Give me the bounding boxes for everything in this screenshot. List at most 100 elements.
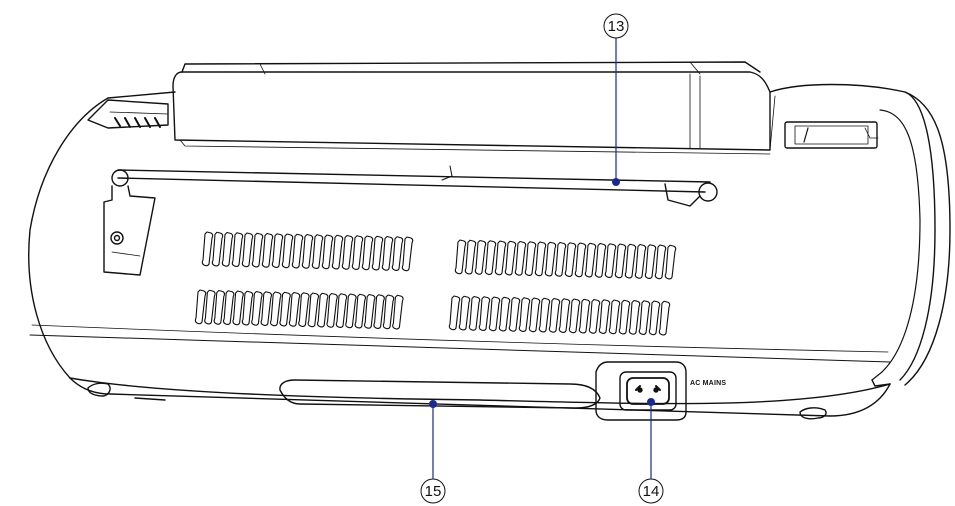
grille-slot	[251, 290, 263, 326]
grille-slot	[211, 231, 224, 267]
grille-slot	[584, 242, 597, 278]
grille-slot	[307, 292, 320, 328]
grille-slot	[494, 240, 507, 276]
grille-slot	[604, 243, 617, 278]
grille-slot	[345, 293, 357, 329]
grille-slot	[454, 239, 467, 275]
callout-13: 13	[608, 18, 625, 35]
grille-slot	[468, 295, 481, 331]
grille-slot	[301, 233, 314, 269]
grille-slot	[222, 290, 235, 325]
grille-slot	[558, 298, 571, 333]
top-handle	[172, 61, 771, 155]
grille-slot	[373, 294, 385, 329]
grille-slot	[608, 299, 621, 335]
grille-slot	[478, 296, 491, 331]
grille-slot	[381, 235, 394, 271]
callout-circle-13	[603, 13, 629, 39]
grille-slot	[474, 239, 487, 275]
grille-slot	[281, 233, 294, 269]
callout-15: 15	[425, 483, 442, 500]
grille-slot	[464, 239, 477, 275]
grille-slot	[518, 297, 531, 332]
leader-dot-13	[612, 178, 620, 186]
callout-circle-14	[638, 478, 664, 504]
grille-slot	[568, 298, 581, 334]
grille-slot	[548, 297, 561, 333]
grille-slot	[354, 293, 367, 329]
grille-slot	[341, 234, 354, 270]
grille-slot	[534, 241, 547, 277]
grille-slot	[624, 243, 637, 279]
grille-slot	[331, 234, 344, 270]
grille-slot	[658, 300, 671, 336]
grille-slot	[311, 234, 324, 269]
grille-slot	[628, 299, 641, 335]
battery-compartment	[279, 379, 601, 409]
grille-slot	[578, 298, 591, 334]
grille-slot	[644, 244, 657, 279]
grille-slot	[538, 297, 551, 333]
grille-slot	[260, 291, 273, 326]
grille-slot	[614, 243, 627, 279]
grille-slot	[335, 293, 348, 328]
grille-slot	[654, 244, 667, 280]
speaker-grilles	[194, 231, 677, 336]
grille-slot	[204, 289, 216, 325]
grille-slot	[371, 235, 384, 271]
grille-slot	[382, 294, 395, 330]
grille-slot	[288, 291, 301, 327]
leader-lines	[432, 37, 652, 479]
grille-slot	[316, 292, 329, 328]
grille-slot	[648, 300, 661, 336]
grille-slot	[524, 241, 537, 276]
grille-slot	[508, 296, 521, 332]
grille-slot	[588, 298, 601, 334]
leader-dot-14	[647, 398, 655, 406]
grille-slot	[484, 240, 497, 275]
grille-slot	[448, 295, 461, 331]
grille-slot	[528, 297, 541, 333]
grille-slot	[554, 241, 567, 277]
grille-slot	[488, 296, 501, 332]
grille-slot	[361, 235, 374, 271]
grille-slot	[241, 232, 254, 268]
grille-slot	[201, 231, 214, 267]
grille-slot	[638, 300, 651, 335]
grille-slot	[321, 234, 334, 270]
grille-slot	[232, 290, 244, 326]
callout-circle-15	[420, 478, 446, 504]
grille-slot	[458, 295, 471, 331]
grille-slot	[231, 232, 244, 267]
grille-slot	[279, 291, 291, 327]
callout-14: 14	[643, 483, 660, 500]
antenna	[103, 165, 718, 276]
grille-slot	[241, 290, 254, 326]
leader-dot-15	[429, 400, 437, 408]
grille-slot	[618, 299, 631, 335]
ac-mains-socket	[595, 361, 687, 421]
grille-slot	[401, 236, 414, 272]
grille-slot	[664, 244, 677, 280]
grille-slot	[514, 240, 527, 276]
grille-slot	[261, 232, 274, 268]
grille-slot	[598, 299, 611, 334]
grille-slot	[391, 236, 404, 271]
grille-slot	[251, 232, 264, 268]
grille-slot	[213, 289, 226, 325]
grille-slot	[574, 242, 587, 278]
grille-slot	[634, 243, 647, 279]
grille-slot	[298, 292, 310, 327]
grille-slot	[498, 296, 511, 332]
grille-slot	[291, 233, 304, 269]
grille-slot	[544, 241, 557, 277]
grille-slot	[363, 293, 376, 329]
grille-slot	[269, 291, 282, 327]
left-dial	[87, 99, 169, 129]
grille-slot	[504, 240, 517, 276]
grille-slot	[392, 294, 404, 330]
device-body	[28, 91, 891, 417]
feet	[87, 382, 827, 420]
grille-slot	[194, 289, 207, 325]
